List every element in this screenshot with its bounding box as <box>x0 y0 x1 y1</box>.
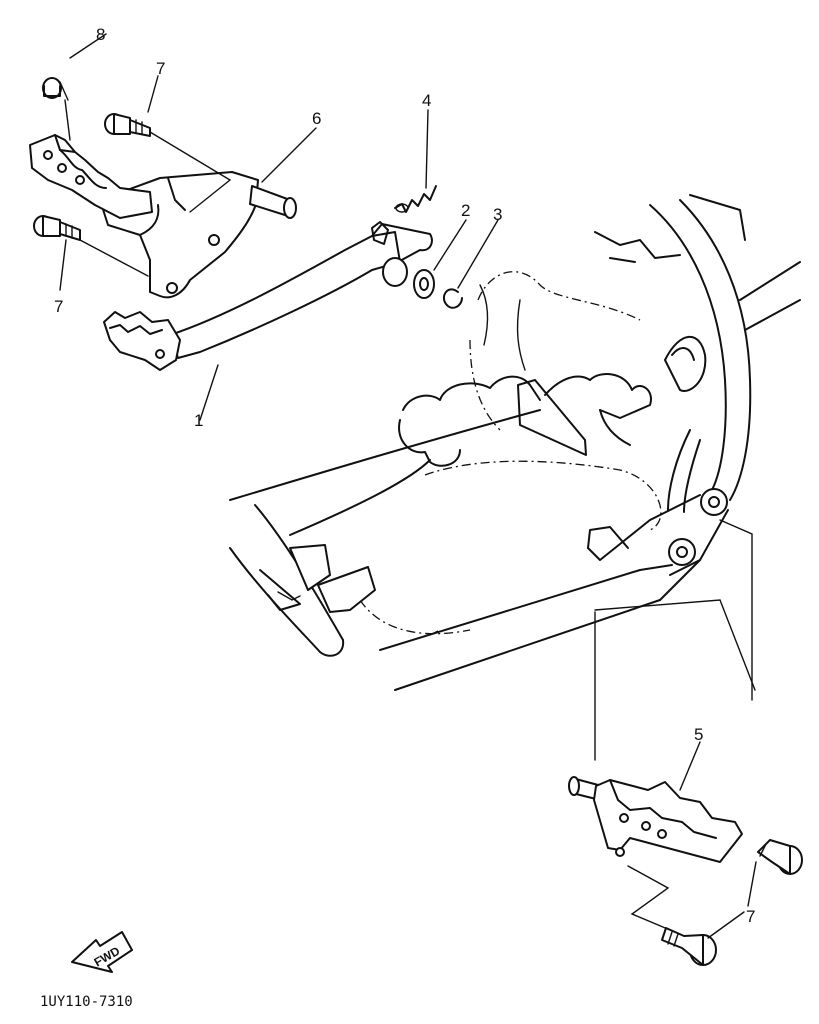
part-2-washer <box>413 269 435 299</box>
callout-7-upper: 7 <box>156 59 165 78</box>
diagram-code: 1UY110-7310 <box>40 994 133 1010</box>
part-8-left-footrest <box>29 77 153 219</box>
bolt-7-middle <box>33 215 81 241</box>
bolt-7-lower-right <box>757 839 803 875</box>
callout-6: 6 <box>312 109 321 128</box>
bolt-7-upper <box>104 113 151 137</box>
forward-direction-arrow: FWD <box>71 931 133 973</box>
leader-lines <box>59 33 757 939</box>
callout-4: 4 <box>422 91 431 110</box>
callout-7-lower: 7 <box>746 907 755 926</box>
part-1-brake-pedal <box>103 221 433 371</box>
callout-labels: 8 7 6 4 2 3 7 1 5 7 <box>54 25 755 926</box>
callout-3: 3 <box>493 205 502 224</box>
part-3-clip <box>442 288 463 309</box>
part-5-right-footrest <box>568 776 743 863</box>
callout-1: 1 <box>194 411 203 430</box>
frame-assembly <box>229 194 801 691</box>
bolt-7-lower-left <box>661 927 717 966</box>
callout-2: 2 <box>461 201 470 220</box>
callout-5: 5 <box>694 725 703 744</box>
part-4-return-spring <box>394 185 437 213</box>
callout-7-middle: 7 <box>54 297 63 316</box>
callout-8: 8 <box>96 25 105 44</box>
